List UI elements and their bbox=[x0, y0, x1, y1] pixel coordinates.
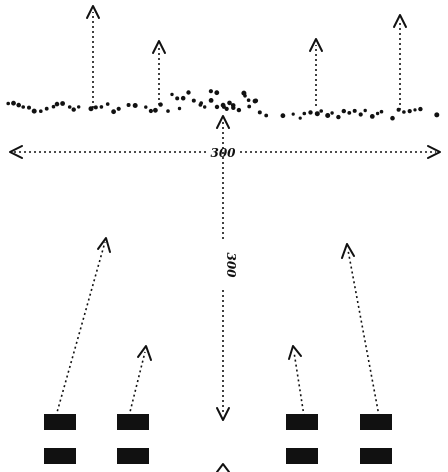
formation-dot bbox=[208, 89, 213, 94]
formation-dot bbox=[319, 109, 324, 113]
formation-dot bbox=[407, 109, 412, 114]
block bbox=[44, 448, 76, 464]
formation-dot bbox=[247, 104, 252, 109]
formation-dot bbox=[54, 101, 60, 107]
formation-dot bbox=[153, 107, 158, 113]
formation-dot bbox=[99, 105, 104, 109]
formation-dot bbox=[111, 109, 116, 115]
formation-dot bbox=[71, 107, 76, 112]
formation-dot bbox=[39, 109, 43, 113]
block-group-right-inner bbox=[286, 345, 318, 464]
formation-dot bbox=[330, 111, 334, 115]
formation-dot bbox=[148, 108, 153, 114]
dotted-formation bbox=[6, 89, 440, 121]
formation-dot bbox=[434, 112, 440, 118]
formation-dot bbox=[302, 111, 307, 116]
formation-dot bbox=[291, 112, 295, 116]
formation-dot bbox=[341, 108, 346, 114]
top-arrow-1 bbox=[86, 5, 100, 108]
formation-dot bbox=[132, 103, 138, 108]
block bbox=[286, 448, 318, 464]
formation-dot bbox=[214, 104, 220, 110]
top-arrow-2 bbox=[152, 40, 166, 105]
formation-dot bbox=[21, 105, 26, 109]
formation-dot bbox=[224, 106, 229, 111]
formation-dot bbox=[231, 105, 236, 111]
block bbox=[360, 414, 392, 430]
formation-dot bbox=[418, 106, 423, 112]
formation-dot bbox=[203, 105, 207, 109]
formation-dot bbox=[27, 105, 31, 110]
formation-dot bbox=[105, 102, 110, 106]
vertical-dimension-label: 300 bbox=[224, 252, 238, 278]
formation-dot bbox=[60, 101, 65, 106]
formation-dot bbox=[252, 98, 258, 104]
formation-dot bbox=[166, 109, 170, 113]
formation-dot bbox=[177, 106, 182, 111]
formation-dot bbox=[390, 115, 395, 121]
block bbox=[44, 414, 76, 430]
top-arrow-3 bbox=[309, 38, 323, 106]
formation-dot bbox=[314, 111, 320, 117]
formation-dot bbox=[308, 110, 313, 115]
formation-dot bbox=[352, 108, 357, 113]
formation-dot bbox=[280, 113, 286, 119]
formation-dot bbox=[93, 105, 98, 110]
horizontal-dimension: 300 bbox=[9, 145, 441, 160]
formation-dot bbox=[298, 116, 302, 120]
formation-dot bbox=[325, 113, 331, 118]
formation-dot bbox=[199, 101, 203, 105]
bottom-arrow-tip bbox=[216, 463, 230, 472]
formation-dot bbox=[264, 113, 269, 118]
formation-dot bbox=[363, 108, 367, 113]
formation-dot bbox=[44, 106, 49, 111]
formation-dot bbox=[116, 106, 121, 111]
formation-dot bbox=[126, 103, 131, 107]
formation-dot bbox=[358, 112, 363, 117]
formation-dot bbox=[241, 90, 247, 96]
formation-dot bbox=[369, 114, 375, 119]
block-group-left-outer bbox=[44, 237, 111, 464]
formation-dot bbox=[336, 114, 341, 120]
formation-dot bbox=[16, 102, 22, 108]
formation-dot bbox=[379, 109, 384, 114]
formation-dot bbox=[51, 104, 56, 109]
formation-dot bbox=[375, 111, 380, 116]
formation-dot bbox=[186, 90, 191, 95]
block bbox=[360, 448, 392, 464]
formation-dot bbox=[227, 100, 232, 106]
block bbox=[117, 448, 149, 464]
formation-dot bbox=[67, 105, 72, 109]
formation-dot bbox=[347, 111, 352, 115]
top-arrow-4 bbox=[393, 14, 407, 110]
formation-dot bbox=[180, 95, 186, 101]
formation-dot bbox=[175, 96, 180, 101]
vertical-dimension: 300 bbox=[216, 115, 238, 421]
block-group-right-outer bbox=[341, 243, 392, 464]
block bbox=[286, 414, 318, 430]
block bbox=[117, 414, 149, 430]
formation-dot bbox=[220, 102, 226, 108]
formation-dot bbox=[402, 110, 406, 114]
formation-dot bbox=[11, 100, 16, 106]
formation-dot bbox=[77, 105, 81, 109]
formation-dot bbox=[6, 101, 10, 106]
formation-dot bbox=[214, 90, 220, 96]
formation-dot bbox=[191, 98, 196, 103]
block-group-left-inner bbox=[117, 345, 152, 464]
formation-dot bbox=[170, 92, 174, 97]
formation-dot bbox=[236, 107, 242, 113]
formation-dot bbox=[31, 108, 37, 114]
formation-dot bbox=[144, 105, 148, 109]
formation-dot bbox=[246, 98, 251, 102]
formation-dot bbox=[257, 110, 262, 115]
formation-dot bbox=[208, 98, 214, 103]
formation-dot bbox=[413, 108, 417, 112]
